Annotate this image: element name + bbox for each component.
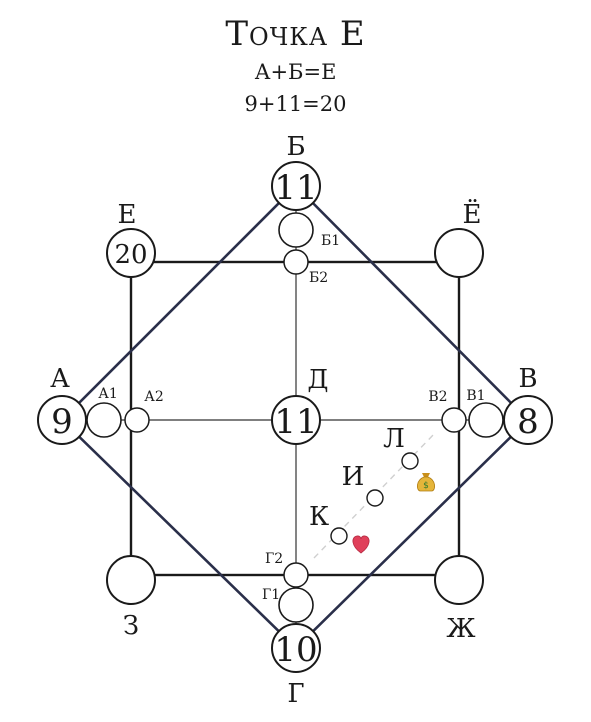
point-e-label: Е — [118, 200, 137, 230]
point-b2-circle — [283, 249, 309, 275]
money-line-guide — [313, 431, 437, 559]
sub-label-v1: В1 — [466, 388, 485, 404]
point-a1-circle — [86, 402, 122, 438]
money-bag-icon: $ — [416, 473, 436, 492]
point-e-value: 20 — [114, 240, 147, 270]
point-v-circle — [503, 395, 553, 445]
point-yo-label: Ё — [463, 199, 482, 230]
point-l-circle — [401, 452, 419, 470]
sub-label-v2: В2 — [428, 389, 447, 405]
sub-label-i: И — [342, 462, 365, 492]
sub-label-g2: Г2 — [265, 551, 283, 567]
point-g2-circle — [283, 562, 309, 588]
point-d-label: Д — [307, 365, 328, 395]
point-b-label: Б — [286, 132, 305, 162]
svg-text:$: $ — [423, 481, 429, 491]
sub-label-k: К — [309, 502, 329, 532]
formula-numbers: 9+11=20 — [244, 92, 347, 116]
point-a-label: А — [50, 364, 70, 394]
point-g-circle — [271, 623, 321, 673]
point-d-circle — [271, 395, 321, 445]
sub-label-a1: А1 — [98, 386, 118, 402]
heart-icon — [352, 535, 370, 554]
point-zh-label: Ж — [446, 614, 475, 644]
point-g-value: 10 — [274, 630, 317, 670]
point-v-value: 8 — [517, 402, 539, 442]
sub-label-a2: А2 — [144, 389, 164, 405]
sub-label-b2: Б2 — [309, 270, 328, 286]
point-a-value: 9 — [51, 402, 73, 442]
point-a-circle — [37, 395, 87, 445]
point-g-label: Г — [287, 679, 304, 709]
point-v1-circle — [468, 402, 504, 438]
sub-label-g1: Г1 — [262, 587, 280, 603]
point-b-value: 11 — [274, 168, 317, 208]
point-k-circle — [330, 527, 348, 545]
sub-label-l: Л — [383, 424, 405, 454]
point-e-circle — [106, 228, 156, 278]
point-v2-circle — [441, 407, 467, 433]
point-zh-circle — [434, 555, 484, 605]
point-a2-circle — [124, 407, 150, 433]
point-i-circle — [366, 489, 384, 507]
point-b1-circle — [278, 212, 314, 248]
sub-label-b1: Б1 — [321, 233, 340, 249]
point-b-circle — [271, 161, 321, 211]
point-z-circle — [106, 555, 156, 605]
page-title: Точка Е — [225, 14, 366, 54]
point-v-label: В — [518, 364, 537, 394]
point-z-label: З — [123, 611, 139, 641]
point-d-value: 11 — [274, 402, 317, 442]
formula-letters: А+Б=Е — [254, 60, 337, 84]
point-g1-circle — [278, 587, 314, 623]
point-yo-circle — [434, 228, 484, 278]
